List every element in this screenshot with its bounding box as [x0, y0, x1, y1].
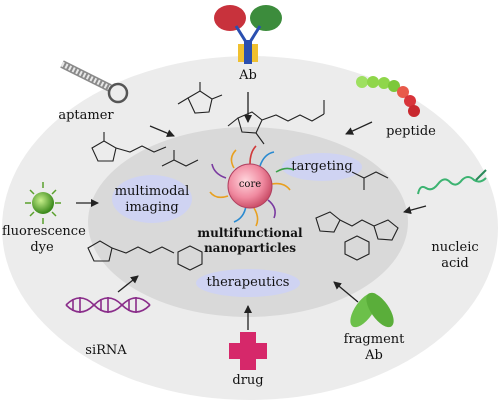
imaging-pill [112, 175, 192, 223]
antibody-icon [214, 5, 282, 64]
dye-label: dye [30, 240, 54, 255]
therapeutics-label: therapeutics [206, 275, 290, 290]
fragment-label: fragment [343, 332, 405, 347]
fluorescence-label: fluorescence [2, 224, 86, 239]
peptide-icon [356, 76, 420, 117]
fragment-ab-label: Ab [365, 348, 383, 363]
drug-icon [229, 332, 267, 370]
fluorescence-dye-icon [25, 182, 61, 224]
therapeutics-pill [196, 269, 300, 297]
linker-structures [87, 82, 399, 271]
drug-label: drug [232, 373, 264, 388]
sirna-label: siRNA [85, 343, 127, 358]
center-title-line1: multifunctional [197, 226, 303, 240]
nanoparticle-core [209, 145, 295, 227]
acid-label: acid [441, 256, 469, 271]
imaging-label-line2: imaging [125, 200, 179, 215]
nucleic-acid-icon [417, 169, 487, 195]
peptide-label: peptide [386, 124, 436, 139]
imaging-label-line1: multimodal [114, 184, 190, 199]
core-label: core [238, 179, 262, 190]
arrows [76, 92, 427, 330]
sirna-icon [65, 297, 151, 313]
nucleic-label: nucleic [431, 240, 479, 255]
aptamer-label: aptamer [58, 108, 114, 123]
targeting-label: targeting [291, 159, 353, 174]
center-title-line2: nanoparticles [203, 241, 297, 255]
antibody-label: Ab [239, 68, 257, 83]
fragment-ab-icon [350, 292, 394, 328]
aptamer-icon [60, 60, 129, 104]
targeting-pill [282, 153, 362, 181]
